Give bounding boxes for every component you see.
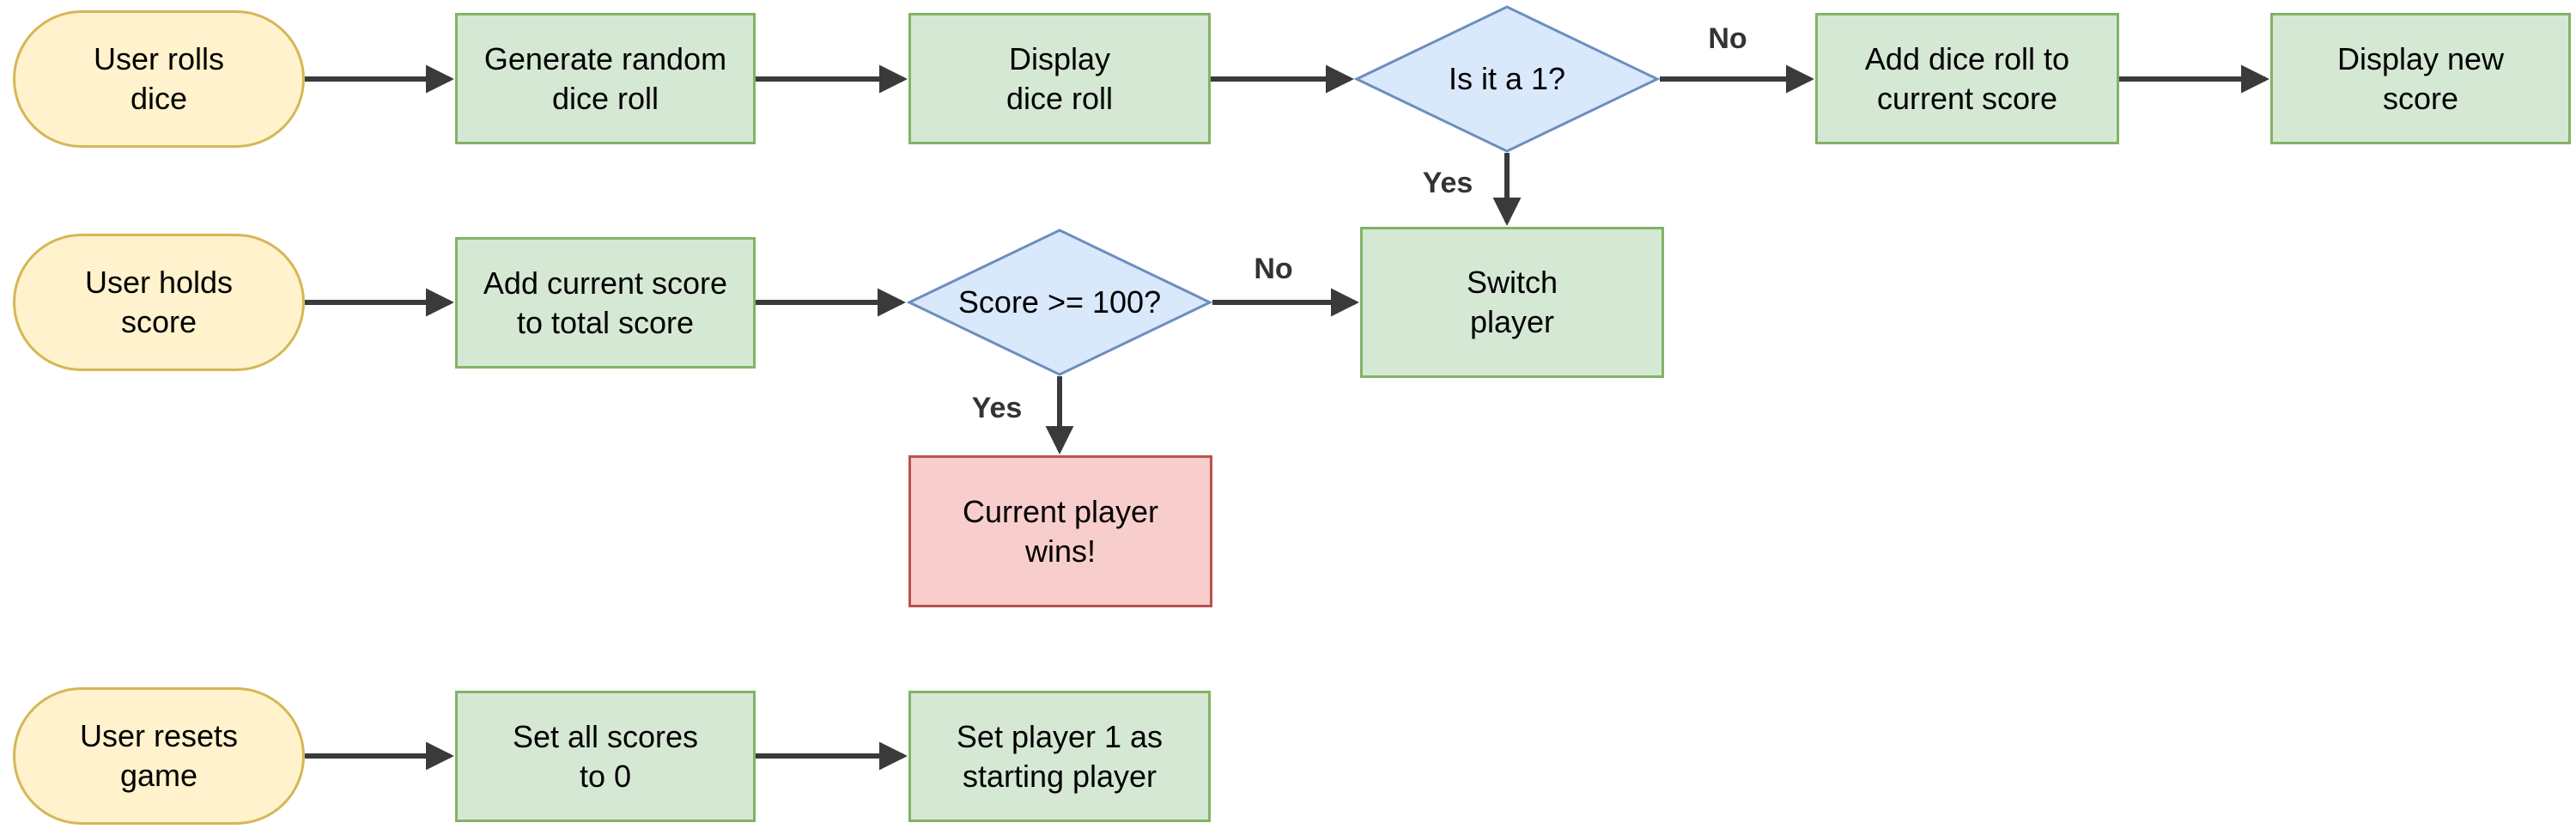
- edge-label-no-is-it-a-1: No: [1708, 22, 1747, 55]
- node-generate-random-dice-roll: Generate random dice roll: [455, 13, 756, 144]
- node-label: Generate random dice roll: [483, 40, 727, 116]
- edge-label-no-score-gte-100: No: [1254, 253, 1293, 285]
- node-label: Display dice roll: [1005, 40, 1114, 116]
- node-set-all-scores-to-0: Set all scores to 0: [455, 691, 756, 822]
- node-label: Is it a 1?: [1448, 61, 1566, 96]
- node-label: User rolls dice: [93, 41, 224, 116]
- node-display-dice-roll: Display dice roll: [908, 13, 1211, 144]
- node-user-holds-score: User holds score: [13, 234, 305, 371]
- node-is-it-a-1: Is it a 1?: [1354, 5, 1660, 153]
- node-current-player-wins: Current player wins!: [908, 455, 1212, 607]
- node-switch-player: Switch player: [1360, 227, 1664, 378]
- diamond-shape: [1354, 5, 1660, 153]
- node-user-resets-game: User resets game: [13, 687, 305, 825]
- node-label: Display new score: [2336, 40, 2505, 116]
- edge-label-yes-is-it-a-1: Yes: [1422, 167, 1473, 199]
- node-add-current-score-to-total-score: Add current score to total score: [455, 237, 756, 369]
- node-add-dice-roll-to-current-score: Add dice roll to current score: [1815, 13, 2119, 144]
- node-set-player-1-as-starting-player: Set player 1 as starting player: [908, 691, 1211, 822]
- node-label: Current player wins!: [962, 493, 1159, 569]
- node-user-rolls-dice: User rolls dice: [13, 10, 305, 148]
- node-label: Set all scores to 0: [512, 718, 699, 794]
- node-score-gte-100: Score >= 100?: [907, 229, 1212, 376]
- node-label: Switch player: [1466, 265, 1558, 339]
- node-display-new-score: Display new score: [2270, 13, 2571, 144]
- diamond-shape: [907, 229, 1212, 376]
- node-label: User resets game: [79, 718, 239, 793]
- edge-label-yes-score-gte-100: Yes: [971, 392, 1023, 424]
- node-label: Set player 1 as starting player: [956, 718, 1163, 794]
- node-label: User holds score: [84, 265, 234, 339]
- node-label: Add dice roll to current score: [1864, 40, 2070, 116]
- node-label: Add current score to total score: [483, 265, 728, 340]
- node-label: Score >= 100?: [957, 284, 1162, 320]
